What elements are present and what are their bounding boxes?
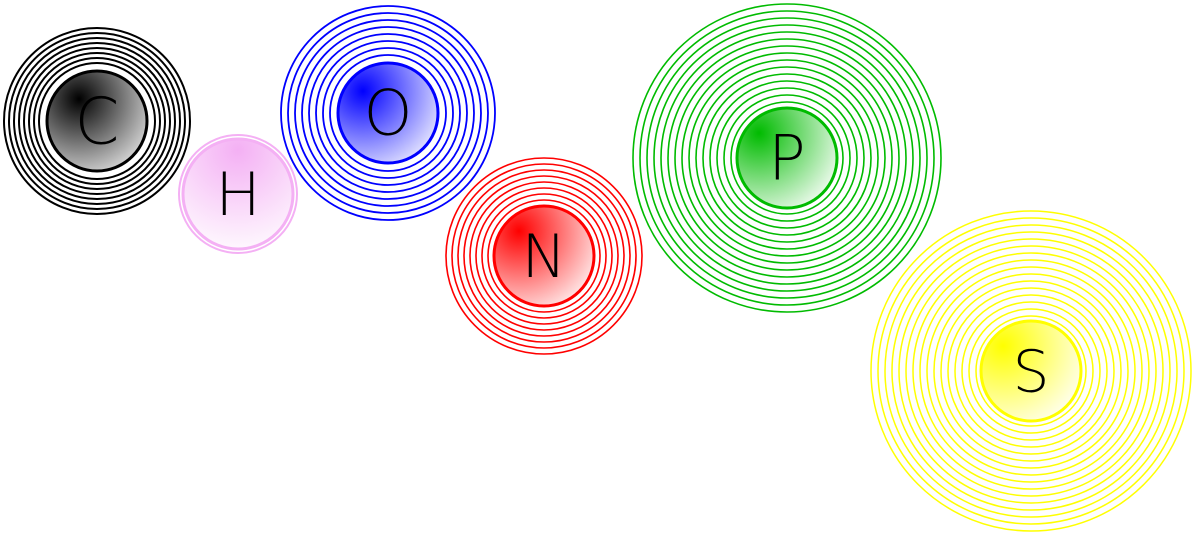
electron-shell bbox=[13, 37, 181, 205]
electron-shell bbox=[451, 163, 637, 349]
electron-shells bbox=[3, 27, 191, 215]
atom-phosphorus: P bbox=[632, 3, 942, 313]
electron-shell bbox=[322, 47, 454, 179]
nucleus bbox=[181, 137, 295, 251]
electron-shell bbox=[646, 17, 928, 299]
electron-shell bbox=[975, 315, 1087, 427]
electron-shell bbox=[709, 80, 865, 236]
electron-shell bbox=[926, 266, 1136, 476]
atom-nitrogen: N bbox=[445, 157, 643, 355]
electron-shell bbox=[463, 175, 625, 337]
atom-carbon: C bbox=[3, 27, 191, 215]
atom-oxygen: O bbox=[280, 5, 496, 221]
electron-shell bbox=[870, 210, 1192, 532]
atom-sulfur: S bbox=[870, 210, 1192, 532]
electron-shell bbox=[933, 273, 1129, 469]
electron-shell bbox=[947, 287, 1115, 455]
electron-shell bbox=[730, 101, 844, 215]
electron-shell bbox=[632, 3, 942, 313]
electron-shells bbox=[632, 3, 942, 313]
electron-shell bbox=[38, 62, 156, 180]
electron-shell bbox=[940, 280, 1122, 462]
electron-shell bbox=[639, 10, 935, 306]
electron-shell bbox=[954, 294, 1108, 448]
electron-shell bbox=[716, 87, 858, 229]
electron-shell bbox=[287, 12, 489, 214]
electron-shells bbox=[870, 210, 1192, 532]
nucleus bbox=[336, 61, 440, 165]
electron-shell bbox=[653, 24, 921, 292]
electron-shells bbox=[280, 5, 496, 221]
electron-shell bbox=[688, 59, 886, 257]
electron-shell bbox=[723, 94, 851, 222]
electron-shell bbox=[891, 231, 1171, 511]
electron-shell bbox=[475, 187, 613, 325]
electron-shell bbox=[487, 199, 601, 313]
electron-shell bbox=[961, 301, 1101, 441]
electron-shell bbox=[674, 45, 900, 271]
electron-shell bbox=[457, 169, 631, 343]
electron-shell bbox=[660, 31, 914, 285]
electron-shell bbox=[898, 238, 1164, 504]
electron-shell bbox=[905, 245, 1157, 497]
electron-shell bbox=[28, 52, 166, 190]
electron-shell bbox=[695, 66, 879, 250]
electron-shell bbox=[294, 19, 482, 207]
electron-shell bbox=[329, 54, 447, 172]
element-symbol: O bbox=[364, 77, 413, 150]
electron-shell bbox=[681, 52, 893, 264]
electron-shell bbox=[315, 40, 461, 186]
element-symbol: P bbox=[768, 122, 805, 195]
electron-shells bbox=[445, 157, 643, 355]
electron-shell bbox=[8, 32, 186, 210]
element-symbol: C bbox=[75, 85, 120, 159]
electron-shell bbox=[481, 193, 607, 319]
electron-shell bbox=[968, 308, 1094, 434]
element-symbol: H bbox=[215, 160, 260, 230]
nucleus bbox=[735, 106, 839, 210]
electron-shell bbox=[301, 26, 475, 200]
electron-shell bbox=[667, 38, 907, 278]
element-symbol: N bbox=[522, 222, 567, 292]
nucleus bbox=[45, 69, 149, 173]
electron-shell bbox=[469, 181, 619, 331]
electron-shell bbox=[308, 33, 468, 193]
electron-shell bbox=[445, 157, 643, 355]
electron-shell bbox=[919, 259, 1143, 483]
electron-shell bbox=[280, 5, 496, 221]
electron-shell bbox=[23, 47, 171, 195]
electron-shell bbox=[18, 42, 176, 200]
electron-shell bbox=[33, 57, 161, 185]
nucleus bbox=[979, 319, 1083, 423]
electron-shell bbox=[877, 217, 1185, 525]
electron-shell bbox=[702, 73, 872, 243]
electron-shell bbox=[3, 27, 191, 215]
electron-shell bbox=[912, 252, 1150, 490]
atom-hydrogen: H bbox=[178, 134, 298, 254]
element-symbol: S bbox=[1013, 337, 1050, 405]
electron-shell bbox=[884, 224, 1178, 518]
electron-shell bbox=[178, 134, 298, 254]
nucleus bbox=[492, 204, 596, 308]
electron-shells bbox=[178, 134, 298, 254]
